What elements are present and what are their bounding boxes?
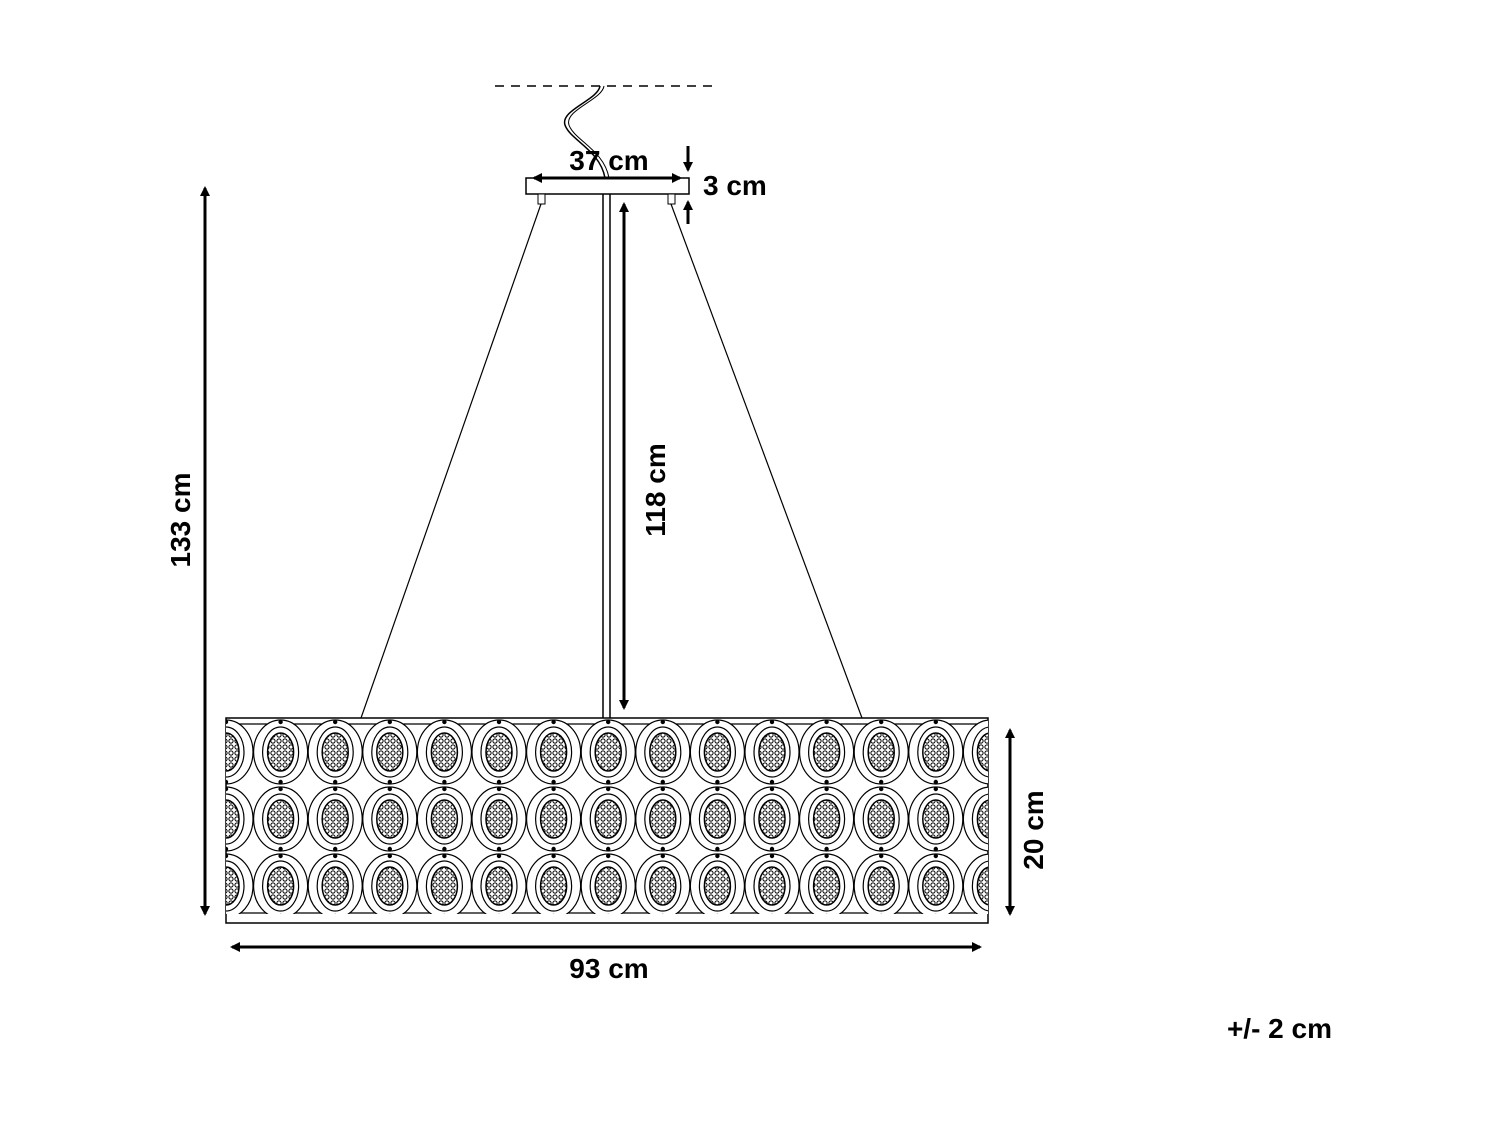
- shade-oval-motif: [525, 719, 582, 785]
- shade-oval-motif: [744, 786, 800, 852]
- shade-oval-motif: [226, 786, 254, 852]
- rod-length-label: 118 cm: [640, 443, 671, 536]
- total-height-dimension: 133 cm: [165, 186, 210, 916]
- shade-width-dimension: 93 cm: [230, 942, 982, 984]
- shade-oval-motif: [853, 853, 909, 914]
- shade-oval-motif: [226, 719, 254, 785]
- shade-oval-motif: [307, 853, 363, 914]
- shade-oval-motif: [962, 786, 988, 852]
- shade-oval-motif: [689, 786, 746, 852]
- shade-height-label: 20 cm: [1018, 790, 1049, 869]
- shade-oval-motif: [580, 786, 636, 852]
- shade-oval-motif: [307, 786, 363, 852]
- shade-oval-motif: [798, 719, 855, 785]
- shade-oval-motif: [471, 853, 527, 914]
- cable-grips: [537, 193, 676, 205]
- tolerance-note: +/- 2 cm: [1227, 1013, 1332, 1044]
- shade-oval-motif: [580, 853, 636, 914]
- shade-oval-motif: [526, 853, 582, 914]
- central-rod: [602, 194, 611, 718]
- shade-oval-motif: [525, 786, 582, 852]
- shade-oval-motif: [362, 786, 418, 852]
- shade-oval-motif: [362, 853, 418, 914]
- lamp-shade: [225, 717, 989, 924]
- shade-oval-motif: [635, 719, 691, 785]
- shade-oval-motif: [416, 786, 472, 852]
- shade-oval-motif: [416, 853, 472, 914]
- shade-oval-motif: [744, 719, 800, 785]
- shade-oval-motif: [471, 786, 527, 852]
- shade-oval-motif: [253, 786, 309, 852]
- shade-height-dimension: 20 cm: [1005, 728, 1049, 916]
- shade-oval-motif: [635, 853, 691, 914]
- shade-oval-motif: [635, 786, 691, 852]
- shade-oval-motif: [908, 853, 964, 914]
- canopy-height-dimension: 3 cm: [683, 146, 767, 224]
- canopy-width-label: 37 cm: [569, 145, 648, 176]
- shade-oval-motif: [744, 853, 800, 914]
- shade-oval-motif: [853, 719, 909, 785]
- shade-oval-motif: [580, 719, 636, 785]
- shade-oval-motif: [226, 853, 254, 914]
- power-cord: [564, 85, 606, 179]
- suspension-cables: [360, 203, 863, 719]
- shade-oval-motif: [471, 719, 527, 785]
- canopy-height-label: 3 cm: [703, 170, 767, 201]
- total-height-label: 133 cm: [165, 473, 196, 568]
- shade-oval-motif: [962, 719, 988, 785]
- shade-oval-motif: [798, 786, 855, 852]
- shade-oval-motif: [689, 853, 745, 914]
- shade-oval-motif: [253, 719, 309, 785]
- shade-oval-motif: [362, 719, 418, 785]
- shade-oval-motif: [908, 719, 964, 785]
- canopy-width-dimension: 37 cm: [532, 145, 682, 183]
- shade-oval-motif: [908, 786, 964, 852]
- shade-oval-motif: [689, 719, 746, 785]
- rod-length-dimension: 118 cm: [619, 202, 671, 710]
- shade-oval-motif: [799, 853, 855, 914]
- shade-oval-motif: [853, 786, 909, 852]
- shade-width-label: 93 cm: [569, 953, 648, 984]
- shade-oval-motif: [307, 719, 363, 785]
- shade-oval-motif: [962, 853, 988, 914]
- canopy: [525, 177, 690, 195]
- shade-oval-motif: [416, 719, 472, 785]
- shade-oval-motif: [253, 853, 309, 914]
